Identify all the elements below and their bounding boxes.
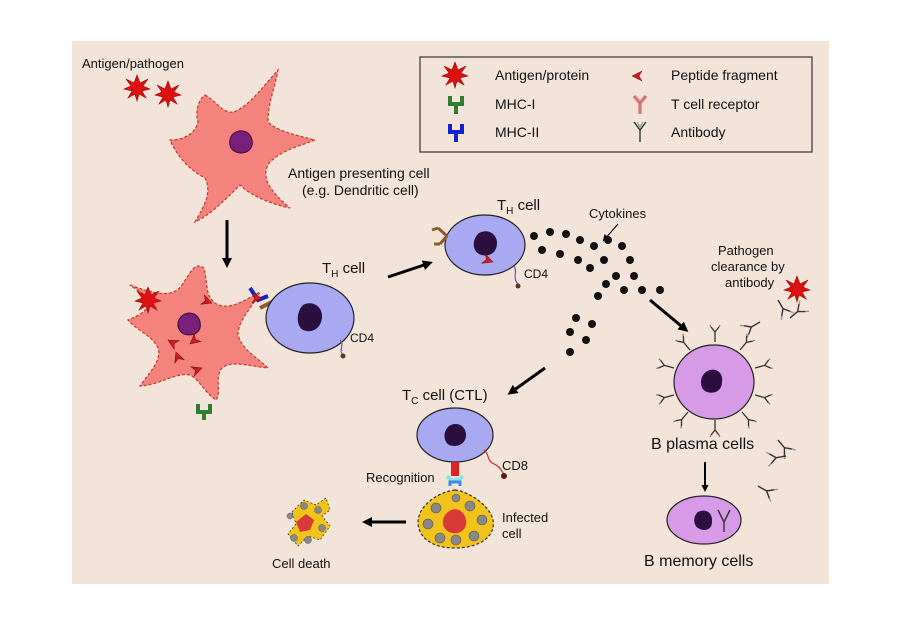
legend-label-peptide: Peptide fragment (671, 67, 778, 83)
mhc1-icon (448, 96, 464, 114)
arrow-to-tc (507, 366, 546, 395)
dead-cell-fragments (286, 497, 331, 547)
b-memory-cell (666, 495, 742, 545)
antigen-presenting-cell-activated (127, 265, 270, 401)
pathogen-clearance-line3: antibody (725, 275, 775, 290)
legend-label-antigen: Antigen/protein (495, 67, 589, 83)
b-memory-label: B memory cells (644, 553, 753, 570)
b-plasma-label: B plasma cells (651, 436, 754, 453)
tcr-mhc1-contact (445, 462, 465, 486)
legend-label-mhc1: MHC-I (495, 96, 535, 112)
antigen-pathogen-label: Antigen/pathogen (82, 56, 184, 71)
infected-label-line1: Infected (502, 510, 548, 525)
cd8-label: CD8 (502, 458, 528, 473)
helper-t-cell (265, 282, 355, 359)
tc-cell-label: TC cell (CTL) (402, 387, 488, 407)
legend: Antigen/protein Peptide fragment MHC-I T… (419, 56, 813, 153)
legend-label-antibody: Antibody (671, 124, 725, 140)
infected-label-line2: cell (502, 526, 522, 541)
th-cell-2-label: TH cell (497, 197, 540, 217)
apc-label-line1: Antigen presenting cell (288, 165, 430, 181)
mhc1-icon (196, 404, 212, 420)
mhc2-icon (448, 124, 464, 142)
antibody-icon (633, 121, 647, 142)
cd4-label: CD4 (350, 331, 374, 345)
cytotoxic-t-cell (416, 407, 507, 479)
cytokines-label: Cytokines (589, 206, 647, 221)
pathogen-clearance-line2: clearance by (711, 259, 785, 274)
cytokine-dots (530, 228, 664, 356)
arrow-th-activation (387, 260, 433, 279)
antigen-presenting-cell (169, 68, 317, 224)
legend-label-mhc2: MHC-II (495, 124, 539, 140)
cell-death-label: Cell death (272, 556, 331, 571)
th-cell-1-label: TH cell (322, 260, 365, 280)
helper-t-cell-activated (431, 214, 526, 289)
apc-label-line2: (e.g. Dendritic cell) (302, 182, 419, 198)
tcr-icon (632, 94, 648, 114)
recognition-label: Recognition (366, 470, 435, 485)
cd4-label: CD4 (524, 267, 548, 281)
legend-label-tcr: T cell receptor (671, 96, 760, 112)
b-plasma-cell (655, 324, 774, 438)
arrow-to-b-plasma (649, 298, 689, 332)
pathogen-clearance-line1: Pathogen (718, 243, 774, 258)
infected-cell (417, 489, 494, 549)
